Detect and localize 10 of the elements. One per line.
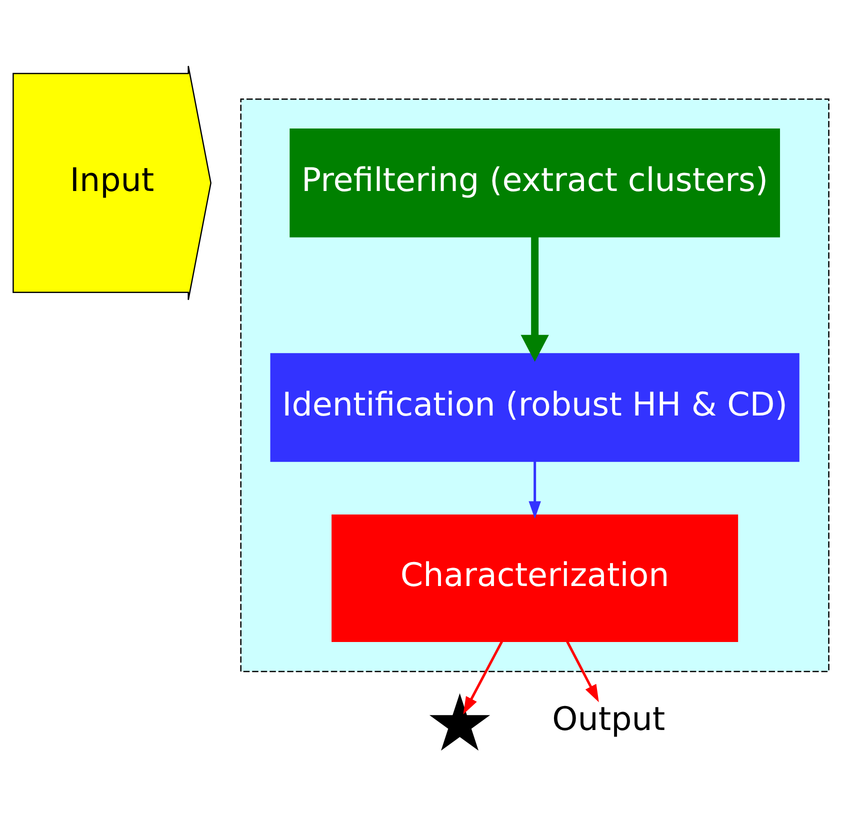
- node-box: Characterization: [332, 514, 738, 642]
- arrow: [528, 461, 541, 518]
- node-text: Output: [552, 699, 666, 738]
- cluster: [240, 98, 830, 672]
- arrow: [566, 640, 599, 702]
- node-box: Identification (robust HH & CD): [270, 352, 800, 462]
- node-box: Prefiltering (extract clusters): [290, 128, 780, 237]
- arrow: [463, 640, 503, 714]
- node-star: [429, 692, 490, 750]
- arrow: [520, 236, 549, 362]
